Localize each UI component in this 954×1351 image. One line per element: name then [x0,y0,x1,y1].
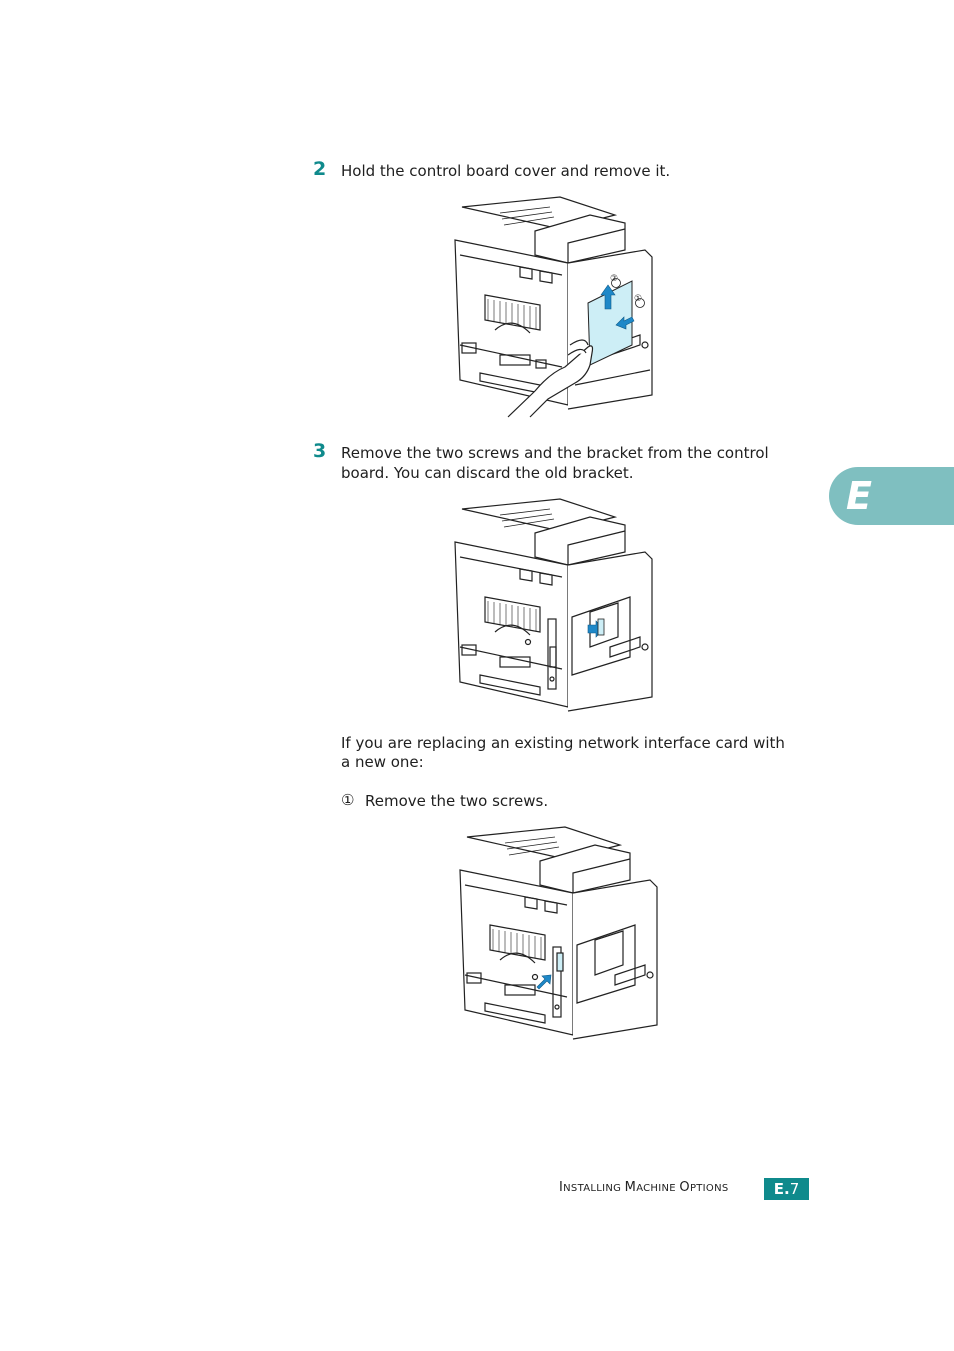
figure-remove-bracket [454,498,653,712]
step-text-line2: board. You can discard the old bracket. [341,464,634,482]
substep-text: Remove the two screws. [365,792,549,810]
footer-title-cap: O [679,1180,690,1195]
footer-title-cap: I [559,1180,564,1195]
note-line1: If you are replacing an existing network… [341,734,785,752]
page-number: 7 [789,1180,800,1198]
footer-title-cap: M [624,1180,637,1195]
step-text-line1: Remove the two screws and the bracket fr… [341,444,769,462]
note-line2: a new one: [341,753,424,771]
footer-title-rest: ptions [689,1183,729,1194]
substep-marker: ① [341,791,355,809]
footer-title-rest: nstalling [563,1183,625,1194]
callout-2: ② [610,274,619,284]
callout-1: ① [634,294,643,304]
figure-remove-cover [454,196,653,418]
step-text: Hold the control board cover and remove … [341,162,671,180]
figure-remove-screws [459,826,658,1040]
step-number: 2 [313,158,327,180]
footer-section-title: Installing Machine Options [559,1180,729,1195]
chapter-tab-letter: E [846,474,872,518]
chapter-tab [829,467,954,525]
footer-title-rest: achine [636,1183,680,1194]
step-number: 3 [313,440,327,462]
page-number-badge: E.7 [764,1178,809,1200]
page-prefix: E. [773,1180,790,1198]
